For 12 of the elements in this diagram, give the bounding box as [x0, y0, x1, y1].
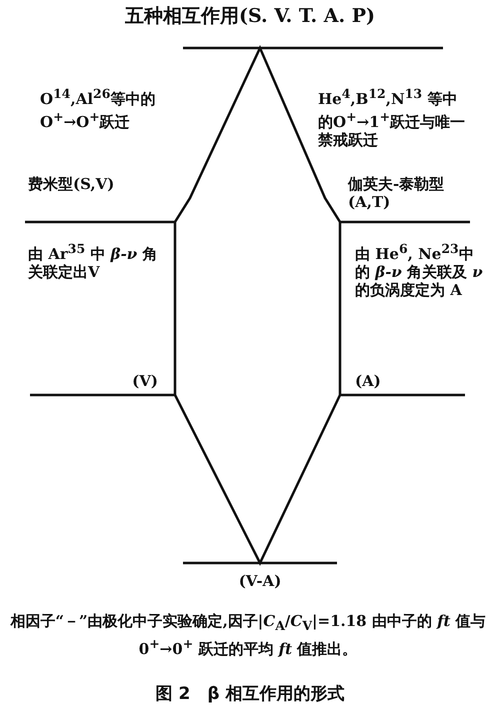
annotation-text: O$^{14}$,Al$^{26}$等中的 O$^{+}$→O$^{+}$跃迁 — [40, 85, 156, 131]
type-label: (V) — [131, 372, 158, 390]
annotation-text: He$^{4}$,B$^{12}$,N$^{13}$ 等中的O$^{+}$→1$^{+}$跃迁与唯一禁戒跃迁 — [318, 85, 466, 149]
annotation-text: 由 Ar$^{35}$ 中 β-ν 角关联定出V — [28, 240, 158, 281]
type-label: 伽英夫-泰勒型(A,T) — [348, 175, 446, 211]
type-label: 费米型(S,V) — [28, 175, 116, 193]
figure-caption: 图 2 β 相互作用的形式 — [154, 683, 346, 705]
type-label: (V-A) — [238, 572, 282, 590]
annotation-text: 由 He$^{6}$, Ne$^{23}$中的 β-ν 角关联及 ν 的负涡度定为 A — [355, 240, 484, 299]
diagram-title: 五种相互作用(S. V. T. A. P) — [124, 4, 376, 28]
type-label: (A) — [355, 372, 382, 390]
note-text: 相因子“－”由极化中子实验确定,因子|C$_{A}$/C$_{V}$|=1.18 由中子的 ft 值与 0$^{+}$→0$^{+}$ 跃迁的平均 ft 值推出。 — [9, 612, 487, 658]
